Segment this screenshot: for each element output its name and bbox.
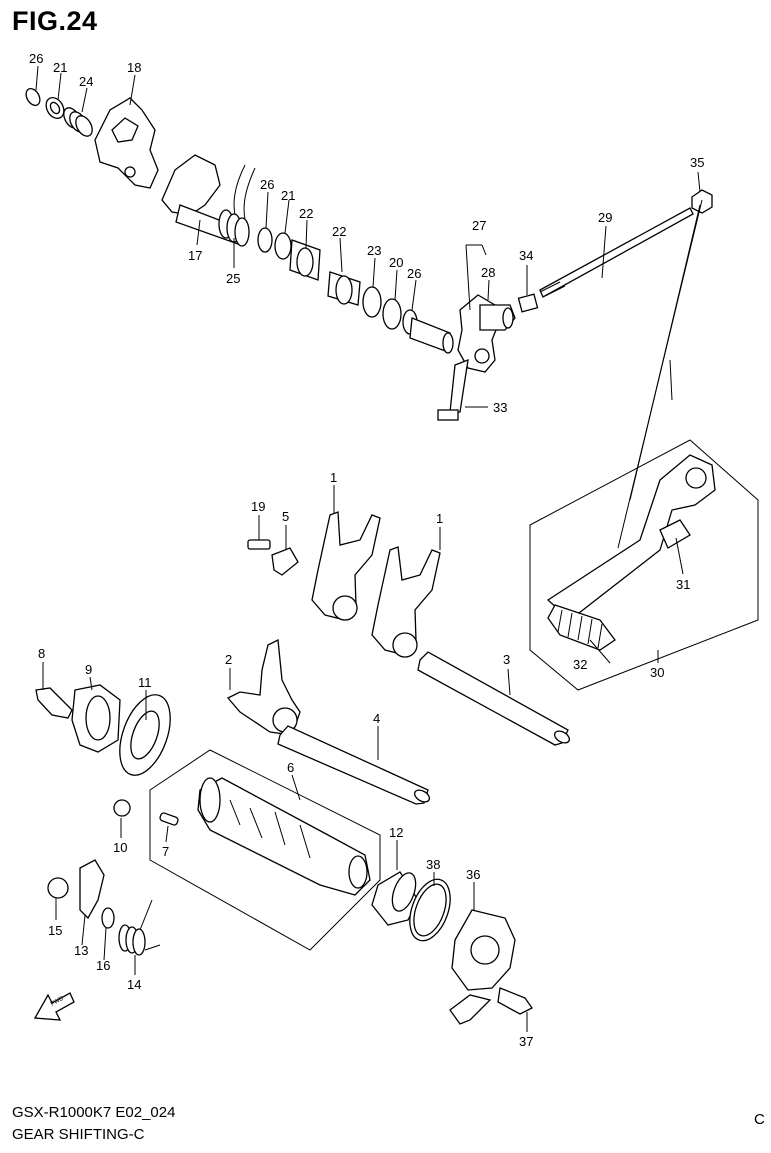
gearshift-fork-part: [371, 546, 441, 656]
callout-21: 21: [281, 188, 295, 203]
callout-1: 1: [436, 511, 443, 526]
screw-part: [247, 539, 271, 550]
callout-38: 38: [426, 857, 440, 872]
callout-26: 26: [29, 51, 43, 66]
callout-24: 24: [79, 74, 93, 89]
callout-19: 19: [251, 499, 265, 514]
section-name: GEAR SHIFTING-C: [12, 1126, 145, 1143]
bolt-part: [113, 799, 131, 817]
callout-3: 3: [503, 652, 510, 667]
fwd-arrow-icon: [33, 992, 75, 1021]
gearshift-shaft-part: [161, 154, 221, 216]
callout-2: 2: [225, 652, 232, 667]
spring-part: [63, 107, 93, 137]
callout-9: 9: [85, 662, 92, 677]
callout-18: 18: [127, 60, 141, 75]
cam-driven-gear-assembly: [35, 684, 171, 817]
bolt-part: [35, 687, 73, 719]
callout-34: 34: [519, 248, 533, 263]
callout-11: 11: [138, 675, 152, 690]
callout-13: 13: [74, 943, 88, 958]
nut-part: [517, 293, 539, 313]
callout-7: 7: [162, 844, 169, 859]
callout-17: 17: [188, 248, 202, 263]
callout-20: 20: [389, 255, 403, 270]
return-spring-part: [218, 209, 250, 247]
pin-part: [159, 812, 179, 826]
bolt-part: [437, 358, 469, 421]
callout-26: 26: [407, 266, 421, 281]
footrest-rubber-part: [547, 604, 616, 651]
callout-36: 36: [466, 867, 480, 882]
callout-28: 28: [481, 265, 495, 280]
callout-32: 32: [573, 657, 587, 672]
callout-25: 25: [226, 271, 240, 286]
callout-33: 33: [493, 400, 507, 415]
callout-23: 23: [367, 243, 381, 258]
callout-labels: 26 21 24 18 17 25 26 21 22 22 23 20 26 2…: [29, 51, 704, 1049]
callout-15: 15: [48, 923, 62, 938]
gearshift-fork-shaft-part: [277, 725, 429, 805]
gearshift-fork-part: [311, 511, 381, 621]
callout-37: 37: [519, 1034, 533, 1049]
shift-forks: [226, 511, 441, 736]
callout-5: 5: [282, 509, 289, 524]
callout-4: 4: [373, 711, 380, 726]
stopper-arm-assembly: [47, 859, 161, 956]
callout-8: 8: [38, 646, 45, 661]
washer-part: [101, 907, 115, 929]
gear-position-switch-assembly: [371, 871, 533, 1025]
stopper-arm-part: [79, 859, 105, 920]
gearshift-lever-box: [529, 199, 759, 691]
callout-26: 26: [260, 177, 274, 192]
stopper-spring-part: [118, 899, 161, 956]
gearshift-cam-plate-part: [94, 97, 159, 189]
callout-1: 1: [330, 470, 337, 485]
callout-16: 16: [96, 958, 110, 973]
callout-14: 14: [127, 977, 141, 992]
retainer-plate-part: [271, 547, 299, 576]
bolt-part: [497, 987, 533, 1015]
gearshift-lever-part: [546, 454, 716, 621]
gearshift-arm-assembly: [457, 294, 516, 373]
callout-21: 21: [53, 60, 67, 75]
gearshift-link-rod-part: [539, 207, 694, 298]
figure-title: FIG.24: [12, 6, 98, 36]
gearshift-cam-box: [149, 749, 381, 951]
callout-22: 22: [332, 224, 346, 239]
callout-10: 10: [113, 840, 127, 855]
page-edge-letter: C: [754, 1111, 765, 1128]
callout-31: 31: [676, 577, 690, 592]
model-code: GSX-R1000K7 E02_024: [12, 1104, 176, 1121]
callout-29: 29: [598, 210, 612, 225]
gearshift-cam-part: [197, 777, 371, 896]
gearshift-fork-shaft-part: [417, 651, 569, 746]
callout-35: 35: [690, 155, 704, 170]
callout-6: 6: [287, 760, 294, 775]
leader-lines: [35, 65, 701, 1032]
callout-30: 30: [650, 665, 664, 680]
callout-12: 12: [389, 825, 403, 840]
shift-shaft-assembly: [25, 87, 454, 354]
circlip-part: [25, 87, 41, 107]
callout-22: 22: [299, 206, 313, 221]
callout-27: 27: [472, 218, 486, 233]
bolt-part: [47, 877, 69, 899]
